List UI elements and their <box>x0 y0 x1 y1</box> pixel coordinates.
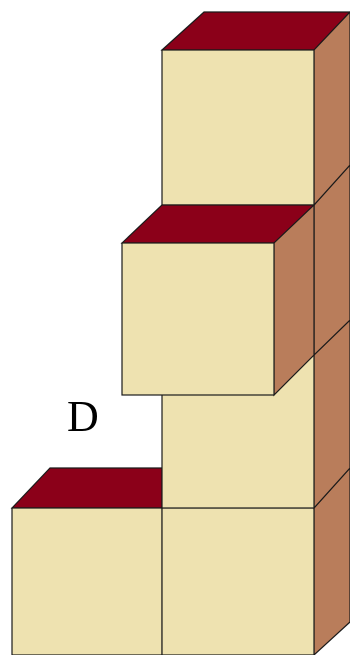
cube-protruding <box>120 203 316 397</box>
cube-top <box>160 11 350 207</box>
cube-bottom-right <box>161 467 350 655</box>
cube-bottom-right-front-face <box>161 507 315 655</box>
cube-top-front-face <box>161 49 315 206</box>
cube-bottom-left <box>10 467 163 655</box>
cube-protruding-front-face <box>121 242 275 396</box>
label-d: D <box>67 392 99 441</box>
cube-bottom-left-front-face <box>11 507 163 655</box>
cube-bottom-left-top-face <box>10 467 163 509</box>
